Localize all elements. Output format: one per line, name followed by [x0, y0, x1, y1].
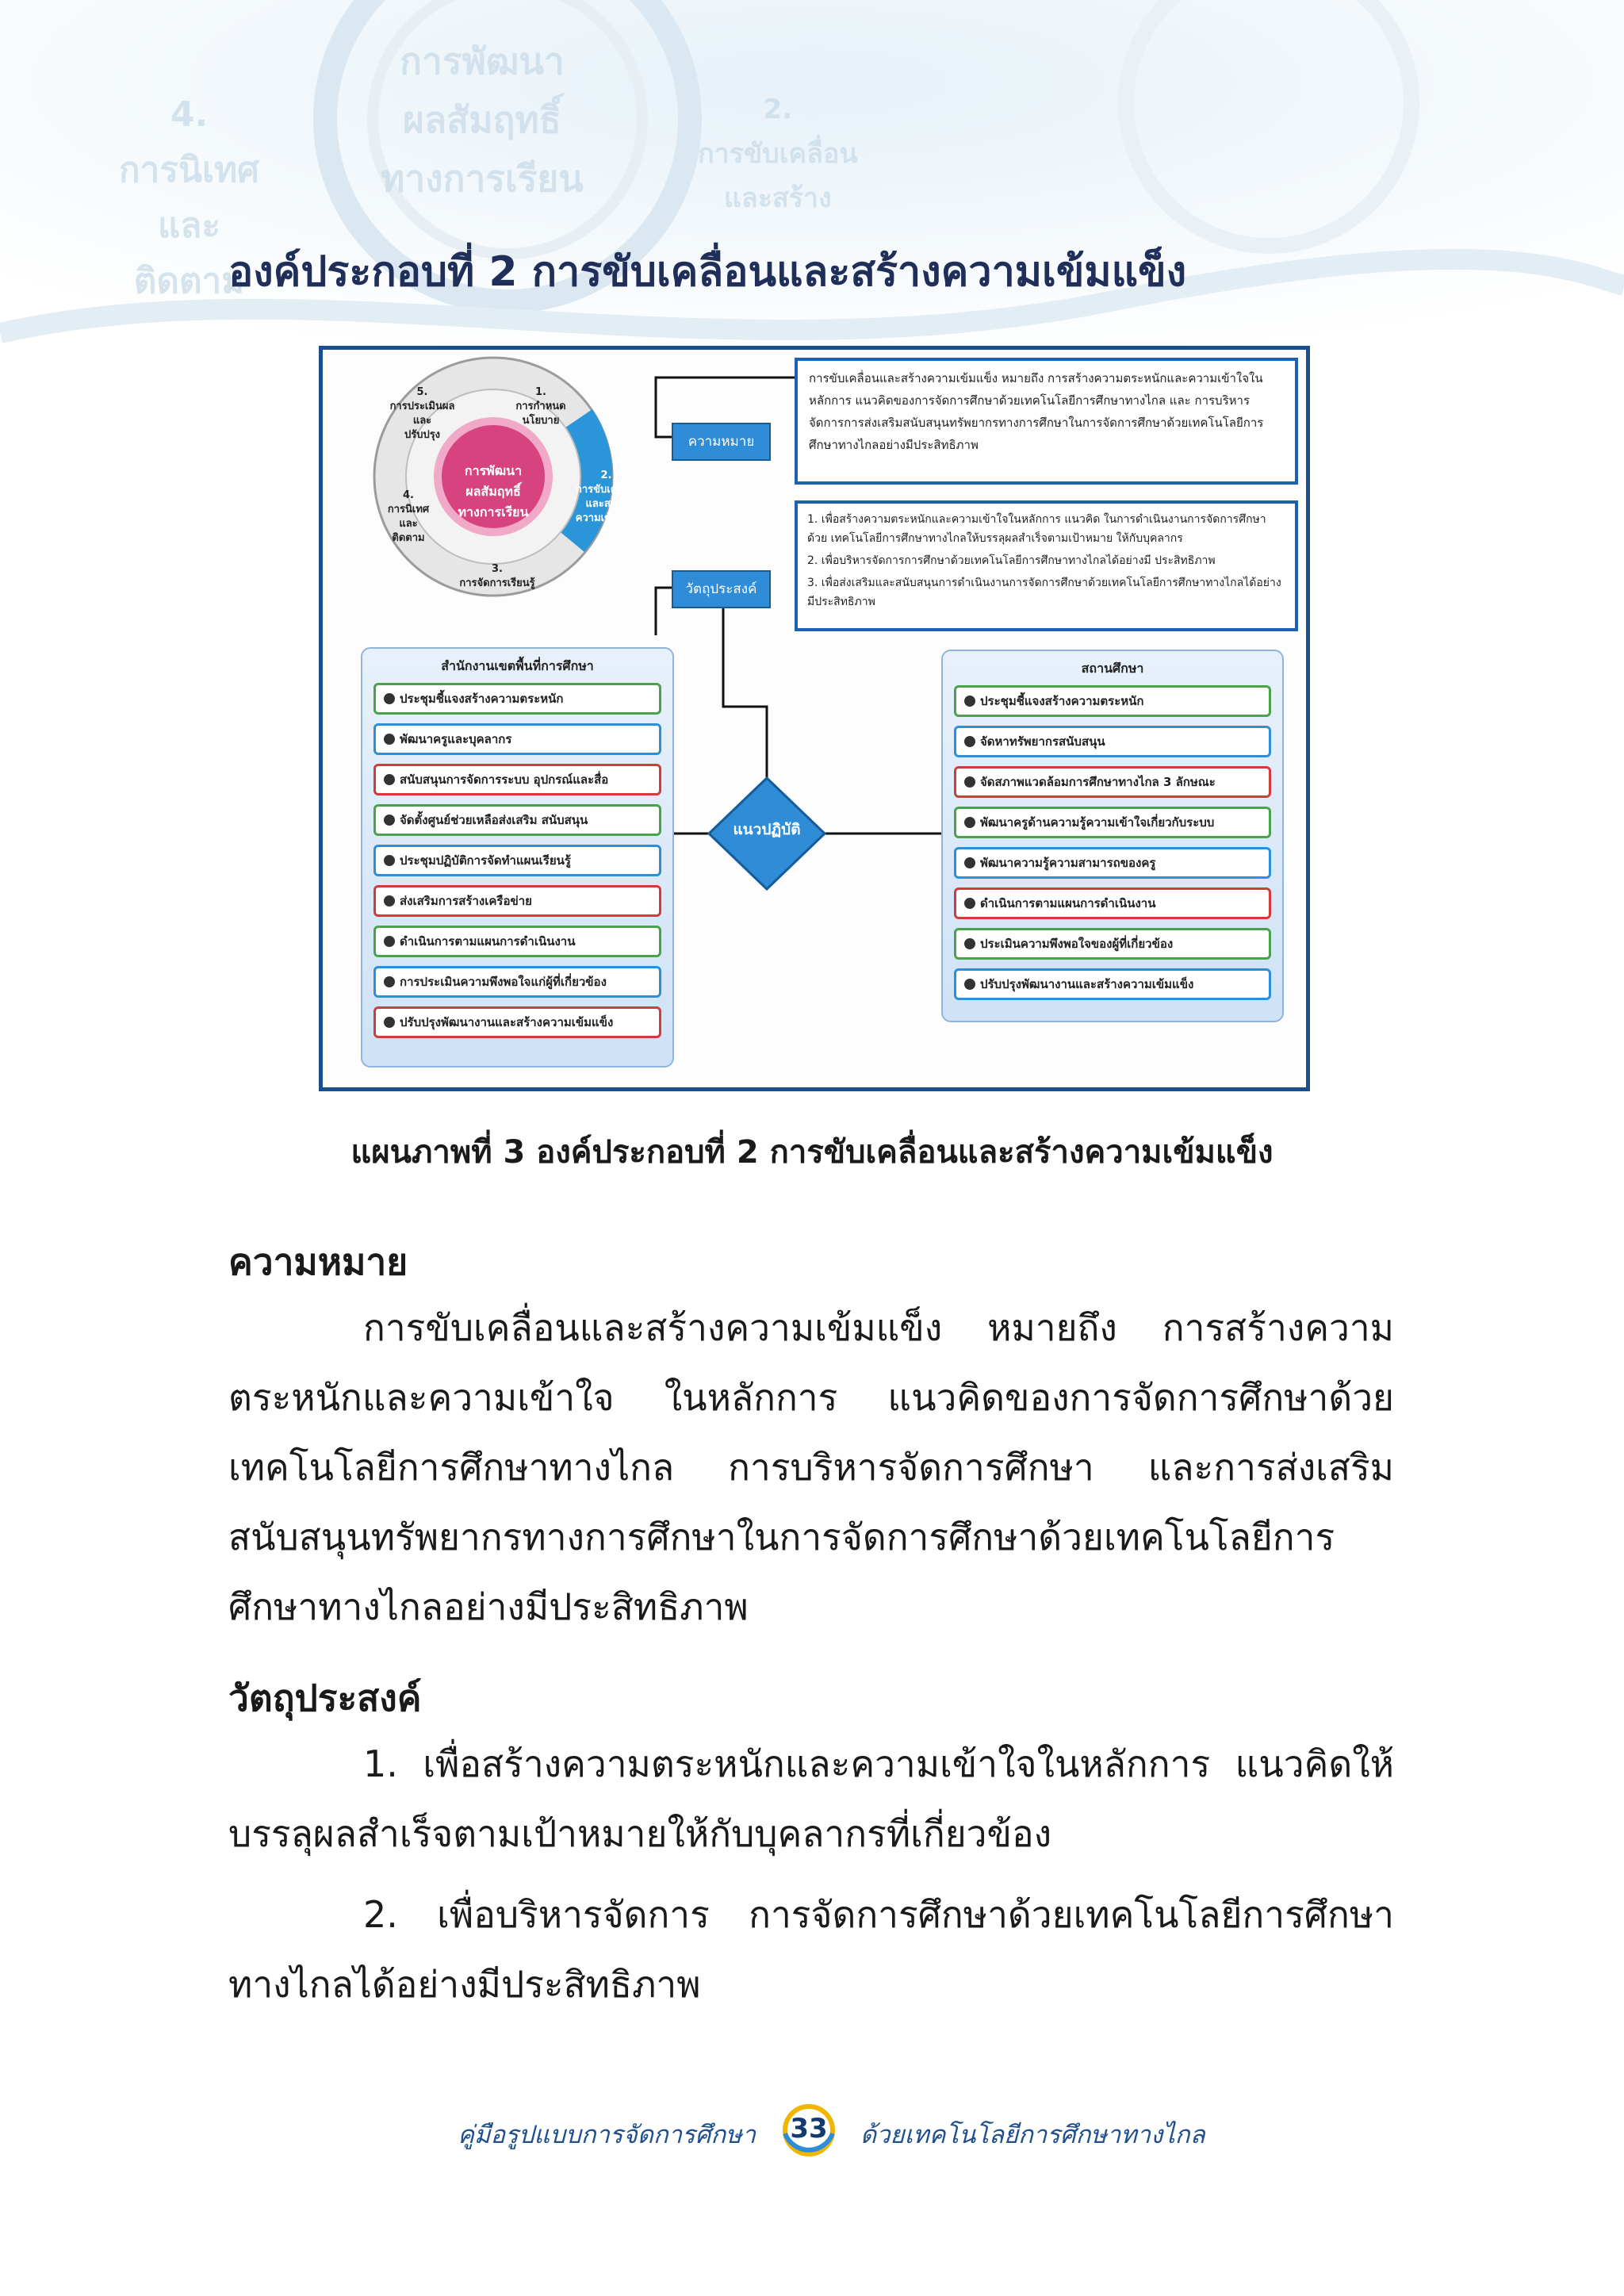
list-item: ประชุมชี้แจงสร้างความตระหนัก — [954, 685, 1271, 717]
panel-title: สำนักงานเขตพื้นที่การศึกษา — [441, 658, 594, 673]
bullet-icon — [384, 976, 395, 987]
bullet-icon — [964, 857, 975, 868]
objective-item: 2. เพื่อบริหารจัดการการศึกษาด้วยเทคโนโลย… — [807, 554, 1216, 567]
school-panel: สถานศึกษา ประชุมชี้แจงสร้างความตระหนัก จ… — [941, 650, 1284, 1022]
bullet-icon — [964, 898, 975, 909]
cycle-center — [434, 417, 553, 536]
bullet-icon — [964, 736, 975, 747]
list-item: การประเมินความพึงพอใจแก่ผู้ที่เกี่ยวข้อง — [373, 966, 661, 998]
page-number: 33 — [790, 2113, 828, 2145]
list-item: ประเมินความพึงพอใจของผู้ที่เกี่ยวข้อง — [954, 928, 1271, 960]
cycle-step-3: 3.การจัดการเรียนรู้ — [459, 563, 535, 589]
page-footer: คู่มือรูปแบบการจัดการศึกษา 33 ด้วยเทคโนโ… — [0, 2102, 1624, 2165]
figure-caption: แผนภาพที่ 3 องค์ประกอบที่ 2 การขับเคลื่อ… — [350, 1134, 1274, 1171]
cycle-step-1: 1.การกำหนดนโยบาย — [515, 386, 566, 427]
page-number-badge — [783, 2104, 835, 2156]
diagram-graphics — [373, 356, 941, 891]
objective-item-1: 1. เพื่อสร้างความตระหนักและความเข้าใจในห… — [228, 1742, 1394, 1855]
connector-to-diamond — [722, 608, 768, 778]
list-item: ดำเนินการตามแผนการดำเนินงาน — [373, 926, 661, 957]
diamond-label: แนวปฏิบัติ — [733, 821, 801, 838]
page-title: องค์ประกอบที่ 2 การขับเคลื่อนและสร้างควา… — [228, 248, 1187, 296]
list-item: พัฒนาครูด้านความรู้ความเข้าใจเกี่ยวกับระ… — [954, 807, 1271, 838]
list-item: สนับสนุนการจัดการระบบ อุปกรณ์และสื่อ — [373, 764, 661, 795]
bullet-icon — [384, 1017, 395, 1028]
district-office-panel: สำนักงานเขตพื้นที่การศึกษา ประชุมชี้แจงส… — [361, 647, 674, 1068]
bullet-icon — [384, 936, 395, 947]
footer-right-text: ด้วยเทคโนโลยีการศึกษาทางไกล — [860, 2121, 1205, 2149]
cycle-step-2: 2.การขับเคลื่อนและสร้างความเข้มแข็ง — [575, 470, 638, 524]
definition-heading: ความหมาย — [228, 1240, 408, 1283]
objective-item: 3. เพื่อส่งเสริมและสนับสนุนการดำเนินงานก… — [807, 577, 1281, 608]
objective-box: 1. เพื่อสร้างความตระหนักและความเข้าใจในห… — [795, 500, 1298, 631]
bullet-icon — [964, 938, 975, 949]
objective-item-2: 2. เพื่อบริหารจัดการ การจัดการศึกษาด้วยเ… — [228, 1893, 1394, 2006]
bullet-icon — [384, 895, 395, 907]
component-diagram: การพัฒนา ผลสัมฤทธิ์ ทางการเรียน 1.การกำห… — [319, 346, 1310, 1091]
list-item: ประชุมปฏิบัติการจัดทำแผนเรียนรู้ — [373, 845, 661, 876]
watermark-right-text: 2. การขับเคลื่อน และสร้าง — [698, 94, 858, 214]
definition-paragraph: การขับเคลื่อนและสร้างความเข้มแข็ง หมายถึ… — [228, 1306, 1394, 1628]
objective-tag: วัตถุประสงค์ — [672, 570, 771, 608]
cycle-center-label: การพัฒนา ผลสัมฤทธิ์ ทางการเรียน — [458, 463, 529, 519]
bullet-icon — [384, 734, 395, 745]
cycle-step-4: 4.การนิเทศและติดตาม — [387, 489, 430, 544]
bullet-icon — [384, 693, 395, 704]
bullet-icon — [964, 979, 975, 990]
connector-definition — [654, 376, 795, 439]
bullet-icon — [964, 817, 975, 828]
definition-box: การขับเคลื่อนและสร้างความเข้มแข็ง หมายถึ… — [795, 358, 1298, 485]
definition-tag: ความหมาย — [672, 423, 771, 461]
bullet-icon — [384, 815, 395, 826]
panel-title: สถานศึกษา — [1081, 661, 1144, 676]
list-item: พัฒนาครูและบุคลากร — [373, 723, 661, 755]
list-item: ส่งเสริมการสร้างเครือข่าย — [373, 885, 661, 917]
connector-objective-down — [654, 586, 672, 635]
list-item: จัดหาทรัพยากรสนับสนุน — [954, 726, 1271, 757]
list-item: ปรับปรุงพัฒนางานและสร้างความเข้มแข็ง — [373, 1006, 661, 1038]
bullet-icon — [964, 696, 975, 707]
bullet-icon — [964, 776, 975, 788]
list-item: ประชุมชี้แจงสร้างความตระหนัก — [373, 683, 661, 715]
objective-item: 1. เพื่อสร้างความตระหนักและความเข้าใจในห… — [807, 513, 1266, 545]
bullet-icon — [384, 774, 395, 785]
list-item: ปรับปรุงพัฒนางานและสร้างความเข้มแข็ง — [954, 968, 1271, 1000]
footer-left-text: คู่มือรูปแบบการจัดการศึกษา — [458, 2121, 756, 2149]
practice-diamond — [707, 776, 827, 891]
watermark-center-text: การพัฒนา ผลสัมฤทธิ์ ทางการเรียน — [381, 40, 584, 200]
cycle-step-5: 5.การประเมินผลและปรับปรุง — [389, 386, 455, 441]
list-item: พัฒนาความรู้ความสามารถของครู — [954, 847, 1271, 879]
list-item: ดำเนินการตามแผนการดำเนินงาน — [954, 887, 1271, 919]
bullet-icon — [384, 855, 395, 866]
list-item: จัดสภาพแวดล้อมการศึกษาทางไกล 3 ลักษณะ — [954, 766, 1271, 798]
list-item: จัดตั้งศูนย์ช่วยเหลือส่งเสริม สนับสนุน — [373, 804, 661, 836]
objective-heading: วัตถุประสงค์ — [228, 1677, 422, 1719]
